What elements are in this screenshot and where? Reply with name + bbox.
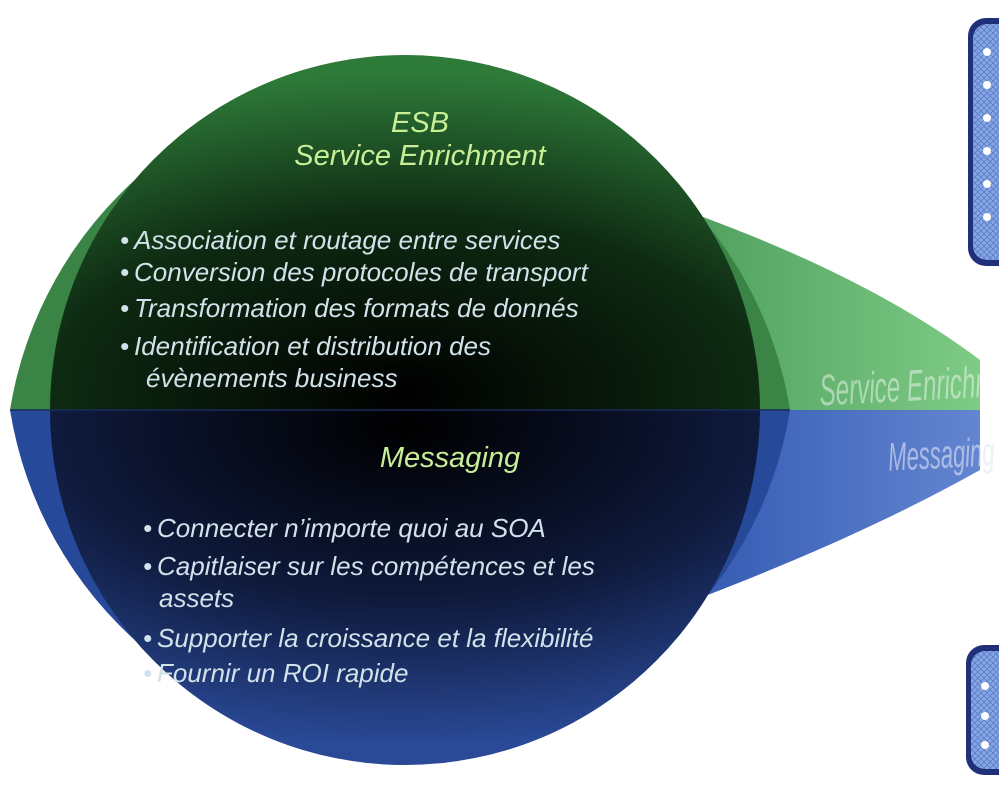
messaging-item-2-text: Capitlaiser sur les compétences et les	[157, 551, 595, 581]
esb-item-2-text: Conversion des protocoles de transport	[134, 257, 588, 287]
messaging-item-1: •Connecter n’importe quoi au SOA	[143, 513, 546, 543]
messaging-item-1-text: Connecter n’importe quoi au SOA	[157, 513, 546, 543]
messaging-item-4: •Fournir un ROI rapide	[143, 658, 409, 688]
messaging-item-3: •Supporter la croissance et la flexibili…	[143, 623, 594, 653]
esb-item-4: •Identification et distribution des évèn…	[120, 331, 491, 393]
esb-item-1: •Association et routage entre services	[120, 225, 561, 255]
esb-title: ESB Service Enrichment	[270, 107, 570, 173]
side-panel-top	[968, 18, 999, 266]
esb-item-4-text: Identification et distribution des	[134, 331, 491, 361]
esb-title-line1: ESB	[390, 107, 450, 139]
messaging-item-2: •Capitlaiser sur les compétences et les …	[143, 551, 595, 613]
esb-item-3: •Transformation des formats de donnés	[120, 293, 579, 323]
side-panel-bottom	[966, 645, 999, 775]
panel-top-bullets	[983, 48, 991, 221]
messaging-item-3-text: Supporter la croissance et la flexibilit…	[157, 623, 594, 653]
circle-bottom-inner	[50, 410, 760, 765]
messaging-title: Messaging	[379, 442, 521, 474]
cone-label-bottom: Messaging	[887, 429, 996, 479]
messaging-item-2-text-cont: assets	[159, 583, 235, 613]
circle-top-inner	[50, 55, 760, 410]
esb-item-2: •Conversion des protocoles de transport	[120, 257, 588, 287]
esb-title-line2: Service Enrichment	[294, 140, 546, 172]
messaging-item-4-text: Fournir un ROI rapide	[157, 658, 409, 688]
cone-label-top: Service Enrichment	[818, 355, 999, 416]
panel-bottom-bullets	[981, 682, 989, 749]
esb-item-3-text: Transformation des formats de donnés	[134, 293, 579, 323]
esb-item-1-text: Association et routage entre services	[134, 225, 561, 255]
esb-item-4-text-cont: évènements business	[146, 363, 398, 393]
